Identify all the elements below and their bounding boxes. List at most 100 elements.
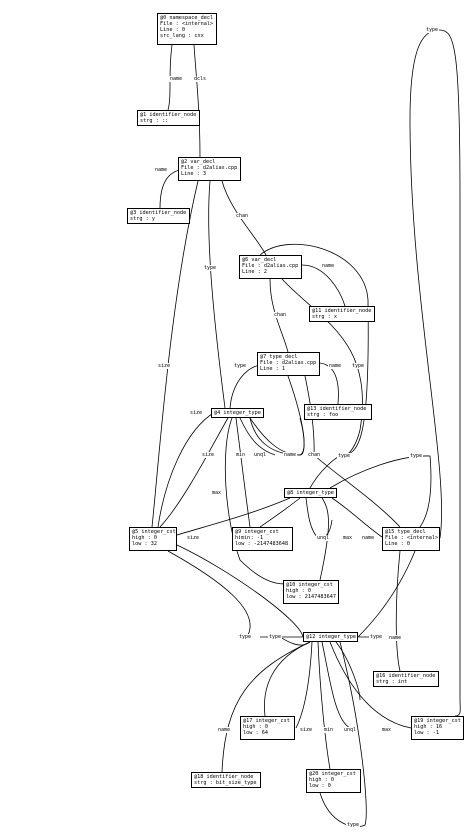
edge-label-size: size xyxy=(157,363,172,369)
edge-label-size: size xyxy=(201,452,216,458)
node-line: Line : 3 xyxy=(181,171,206,177)
node-line: high : 0 xyxy=(132,535,157,541)
edge-label-chan: chan xyxy=(235,213,250,219)
node-line: low : 0 xyxy=(309,783,331,789)
edge-label-name: name xyxy=(154,167,169,173)
edge-line xyxy=(269,278,289,353)
node-line: File : d2alias.cpp xyxy=(181,165,238,171)
edge-line xyxy=(319,497,329,581)
edge-label-size: size xyxy=(299,727,314,733)
node-line: @8 integer_type xyxy=(287,490,334,496)
node-line: File : d2alias.cpp xyxy=(260,360,317,366)
edge-line xyxy=(157,411,216,528)
edge-line xyxy=(176,497,291,536)
edge-label-name: name xyxy=(361,535,376,541)
edge-line xyxy=(235,417,251,528)
edge-label-type: type xyxy=(351,363,366,369)
edge-line xyxy=(264,641,311,717)
edge-line xyxy=(167,44,173,111)
edge-label-min: min xyxy=(323,727,335,733)
edge-label-name: name xyxy=(321,263,336,269)
edge-line xyxy=(221,180,267,256)
node-line: Line : 2 xyxy=(242,269,267,275)
node-line: strg : y xyxy=(130,216,155,222)
edge-line xyxy=(193,44,201,158)
edge-line xyxy=(151,180,199,528)
node-line: low : -2147483648 xyxy=(235,541,289,547)
edge-label-min: min xyxy=(235,452,247,458)
edge-line xyxy=(176,544,304,638)
node-line: @16 identifier_node xyxy=(376,673,436,679)
node-line: @15 type_decl xyxy=(385,529,426,535)
node-line: low : -1 xyxy=(414,730,439,736)
node-line: @9 integer_cst xyxy=(235,529,279,535)
edge-label-unql: unql xyxy=(316,535,331,541)
edge-line xyxy=(295,641,313,729)
node-n8: @8 integer_type xyxy=(284,488,337,498)
edge-label-type: type xyxy=(409,453,424,459)
edge-line xyxy=(329,641,412,729)
node-line: strg : int xyxy=(376,679,408,685)
edge-line xyxy=(329,455,432,528)
node-line: @3 identifier_node xyxy=(130,210,187,216)
node-line: @17 integer_cst xyxy=(243,718,290,724)
node-line: @10 integer_cst xyxy=(286,582,333,588)
edge-label-type: type xyxy=(203,265,218,271)
node-line: high : 0 xyxy=(309,777,334,783)
edge-label-max: max xyxy=(211,490,223,496)
node-line: Line : 0 xyxy=(160,27,185,33)
edge-line xyxy=(221,641,311,773)
edge-line xyxy=(357,550,416,638)
edge-label-chan: chan xyxy=(273,312,288,318)
edge-line xyxy=(208,180,226,409)
node-line: @19 integer_cst xyxy=(414,718,461,724)
edge-label-type: type xyxy=(346,822,361,828)
edge-line xyxy=(301,264,346,307)
edge-line xyxy=(249,417,305,456)
edge-label-chan: chan xyxy=(307,452,322,458)
node-line: @0 namespace_decl xyxy=(160,15,214,21)
node-line: @12 integer_type xyxy=(306,634,356,640)
edge-label-type: type xyxy=(425,27,440,33)
node-line: @2 var_decl xyxy=(181,159,216,165)
edge-line xyxy=(395,550,401,672)
edge-label-name: name xyxy=(328,363,343,369)
node-line: low : 2147483647 xyxy=(286,594,336,600)
node-line: @11 identifier_node xyxy=(312,308,372,314)
node-line: File : <internal> xyxy=(385,535,439,541)
edge-line xyxy=(317,641,331,770)
edge-line xyxy=(259,243,369,489)
node-line: low : 64 xyxy=(243,730,268,736)
node-line: Line : 0 xyxy=(385,541,410,547)
edge-label-size: size xyxy=(186,535,201,541)
node-line: @13 identifier_node xyxy=(307,406,367,412)
edge-label-dcls: dcls xyxy=(193,76,208,82)
edge-label-type: type xyxy=(238,634,253,640)
edge-line xyxy=(224,417,301,585)
node-line: @1 identifier_node xyxy=(140,112,197,118)
node-line: @4 integer_type xyxy=(214,410,261,416)
edge-label-unql: unql xyxy=(343,727,358,733)
edge-label-type: type xyxy=(233,363,248,369)
edge-line xyxy=(167,550,251,636)
edge-line xyxy=(239,417,276,456)
edge-label-type: type xyxy=(268,634,283,640)
node-line: @6 var_decl xyxy=(242,257,277,263)
edge-line xyxy=(159,417,229,528)
node-line: Line : 1 xyxy=(260,366,285,372)
edge-line xyxy=(319,362,339,405)
node-line: File : d2alias.cpp xyxy=(242,263,299,269)
